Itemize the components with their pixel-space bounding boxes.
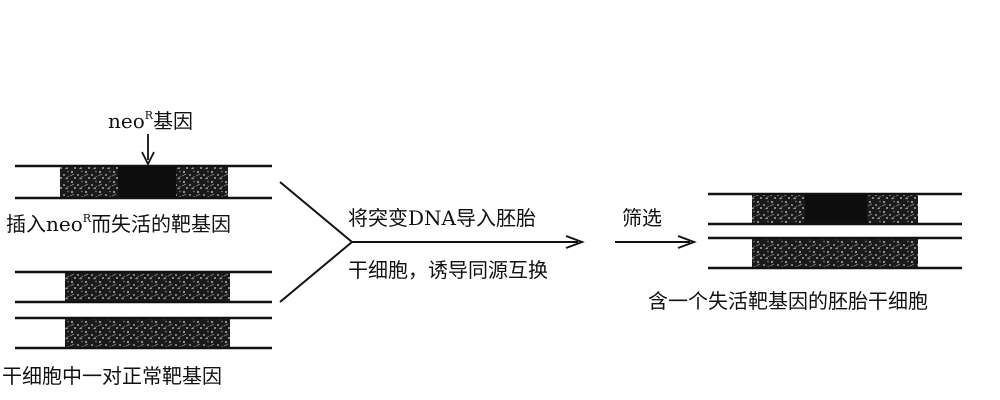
neo-gene-label: neoR基因 [108, 110, 193, 131]
result-gene-pair [708, 192, 962, 270]
neo-gene-label-sup: R [144, 109, 154, 122]
normal-gene-pair [15, 270, 272, 350]
neo-gene-label-main: neo [108, 109, 145, 133]
merge-arrow [279, 181, 585, 303]
inserted-gene-label-sup: R [82, 212, 92, 225]
inserted-gene-label-tail: 而失活的靶基因 [91, 212, 232, 236]
step1-label-line2: 干细胞，诱导同源互换 [348, 258, 548, 282]
mutated-gene-construct [15, 164, 272, 200]
result-label: 含一个失活靶基因的胚胎干细胞 [648, 289, 928, 313]
screening-arrow [615, 235, 697, 249]
neo-insert-segment [805, 195, 867, 223]
screening-label: 筛选 [622, 206, 662, 230]
normal-gene-segment [65, 319, 230, 347]
normal-gene-segment [752, 239, 918, 267]
normal-genes-label: 干细胞中一对正常靶基因 [2, 364, 222, 388]
neo-insert-segment [118, 167, 176, 197]
inserted-gene-label-pre: 插入neo [6, 212, 83, 236]
inserted-gene-label: 插入neoR而失活的靶基因 [6, 213, 231, 234]
insertion-arrow [141, 134, 155, 167]
step1-label-line1: 将突变DNA导入胚胎 [348, 206, 536, 230]
neo-gene-label-tail: 基因 [153, 109, 194, 133]
normal-gene-segment [65, 273, 230, 301]
